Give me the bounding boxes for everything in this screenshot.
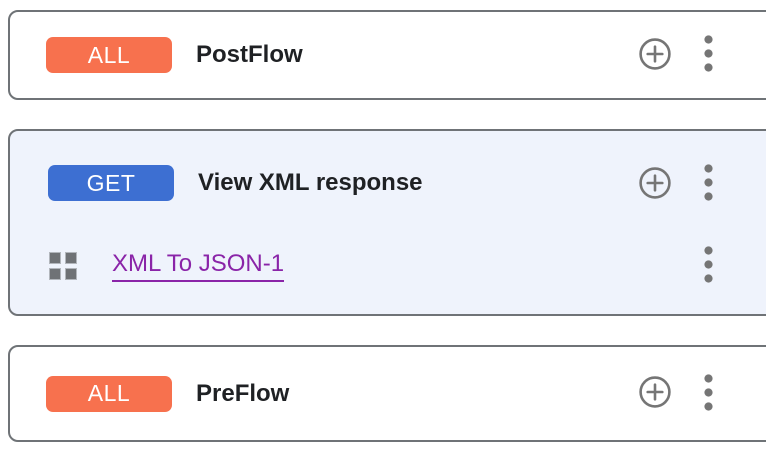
flow-card-view-xml-response[interactable]: GET View XML response bbox=[8, 129, 766, 316]
flow-actions bbox=[639, 164, 713, 204]
plus-circle-icon bbox=[639, 166, 671, 202]
policy-link[interactable]: XML To JSON-1 bbox=[112, 250, 285, 282]
kebab-menu-icon bbox=[704, 164, 713, 204]
flow-card-postflow[interactable]: ALL PostFlow bbox=[8, 10, 766, 100]
flow-title: PreFlow bbox=[196, 379, 290, 407]
flow-title: PostFlow bbox=[196, 41, 303, 68]
flow-card-preflow[interactable]: ALL PreFlow bbox=[8, 345, 766, 442]
more-options-button[interactable] bbox=[704, 164, 713, 204]
flow-title: View XML response bbox=[198, 169, 423, 196]
flow-actions bbox=[639, 373, 713, 414]
method-badge: ALL bbox=[46, 375, 172, 412]
kebab-menu-icon bbox=[704, 35, 713, 75]
policy-grid-icon bbox=[49, 252, 77, 280]
method-badge: ALL bbox=[46, 37, 172, 73]
add-policy-button[interactable] bbox=[639, 166, 671, 202]
policy-more-options-button[interactable] bbox=[704, 246, 713, 286]
add-policy-button[interactable] bbox=[639, 37, 671, 73]
flow-row: GET View XML response bbox=[10, 131, 766, 235]
policy-row: XML To JSON-1 bbox=[49, 250, 285, 282]
kebab-menu-icon bbox=[704, 246, 713, 286]
add-policy-button[interactable] bbox=[639, 376, 671, 411]
plus-circle-icon bbox=[639, 376, 671, 411]
plus-circle-icon bbox=[639, 37, 671, 73]
kebab-menu-icon bbox=[704, 373, 713, 414]
more-options-button[interactable] bbox=[704, 373, 713, 414]
flow-row: ALL PostFlow bbox=[10, 12, 766, 98]
more-options-button[interactable] bbox=[704, 35, 713, 75]
method-badge: GET bbox=[48, 165, 174, 201]
flow-actions bbox=[639, 35, 713, 75]
flow-row: ALL PreFlow bbox=[10, 347, 766, 440]
